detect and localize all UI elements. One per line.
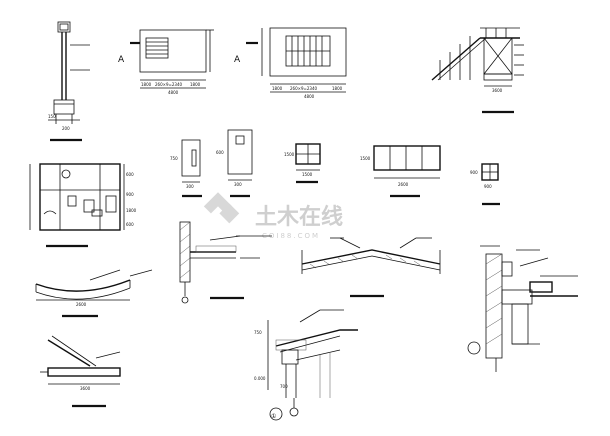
section-marker-a-left: A bbox=[118, 55, 125, 65]
stair1-dim-4: 4800 bbox=[168, 90, 179, 95]
col-dim-1: 150 bbox=[48, 114, 56, 119]
small1-dim-2: 300 bbox=[186, 184, 194, 189]
stair2-dim-3: 1800 bbox=[332, 86, 343, 91]
stair-plan-1: A 1800 260×9=2340 1800 4800 bbox=[118, 29, 214, 95]
column-detail: 150 200 bbox=[48, 21, 90, 142]
stair2-dim-1: 1800 bbox=[272, 86, 283, 91]
bathroom-plan: 600 900 1800 600 bbox=[29, 163, 137, 248]
window-2: 2600 1500 bbox=[360, 145, 441, 198]
stair-elevation: 3600 bbox=[431, 27, 524, 114]
window2-dim-1: 2600 bbox=[398, 182, 409, 187]
watermark: 土木在线 COI88.COM bbox=[203, 192, 343, 240]
section-marker-a-right: A bbox=[234, 55, 241, 65]
small2-dim-1: 600 bbox=[216, 150, 224, 155]
parapet-detail bbox=[467, 245, 578, 372]
window1-dim-2: 1500 bbox=[284, 152, 295, 157]
window-3: 900 900 bbox=[470, 163, 500, 206]
window-1: 1500 1500 bbox=[284, 143, 321, 184]
stair1-dim-1: 1800 bbox=[141, 82, 152, 87]
eave-detail bbox=[179, 221, 272, 304]
curved-beam-1: 2600 bbox=[35, 269, 153, 318]
stair-plan-2: A 1800 260×9=2340 1800 4800 bbox=[234, 27, 347, 99]
sloped-beam-2: 3600 bbox=[40, 335, 121, 408]
window2-dim-2: 1500 bbox=[360, 156, 371, 161]
col-dim-2: 200 bbox=[62, 126, 70, 131]
stair1-dim-2: 260×9=2340 bbox=[155, 82, 183, 87]
stair2-dim-4: 4800 bbox=[304, 94, 315, 99]
stair1-dim-3: 1800 bbox=[190, 82, 201, 87]
small-element-2: 600 300 bbox=[216, 129, 253, 198]
roof-ridge-section bbox=[301, 237, 441, 298]
roof-eave-section: 750 0.000 700 ① bbox=[254, 309, 358, 421]
watermark-brand-cn: 土木在线 bbox=[255, 204, 343, 230]
bath-dim-2: 900 bbox=[126, 192, 134, 197]
bath-dim-1: 600 bbox=[126, 172, 134, 177]
small2-dim-2: 300 bbox=[234, 182, 242, 187]
stair-elev-dim: 3600 bbox=[492, 88, 503, 93]
bath-dim-4: 600 bbox=[126, 222, 134, 227]
bath-dim-3: 1800 bbox=[126, 208, 137, 213]
small1-dim-1: 750 bbox=[170, 156, 178, 161]
beam2-dim: 3600 bbox=[80, 386, 91, 391]
roof-dim-1: 750 bbox=[254, 330, 262, 335]
roof-dim-2: 0.000 bbox=[254, 376, 266, 381]
window1-dim-1: 1500 bbox=[302, 172, 313, 177]
window3-dim-2: 900 bbox=[470, 170, 478, 175]
stair2-dim-2: 260×9=2340 bbox=[290, 86, 318, 91]
roof-dim-3: 700 bbox=[280, 384, 288, 389]
window3-dim-1: 900 bbox=[484, 184, 492, 189]
small-element-1: 750 300 bbox=[170, 139, 202, 198]
detail-number: ① bbox=[271, 413, 276, 420]
watermark-brand-en: COI88.COM bbox=[262, 232, 320, 240]
beam1-dim: 2600 bbox=[76, 302, 87, 307]
